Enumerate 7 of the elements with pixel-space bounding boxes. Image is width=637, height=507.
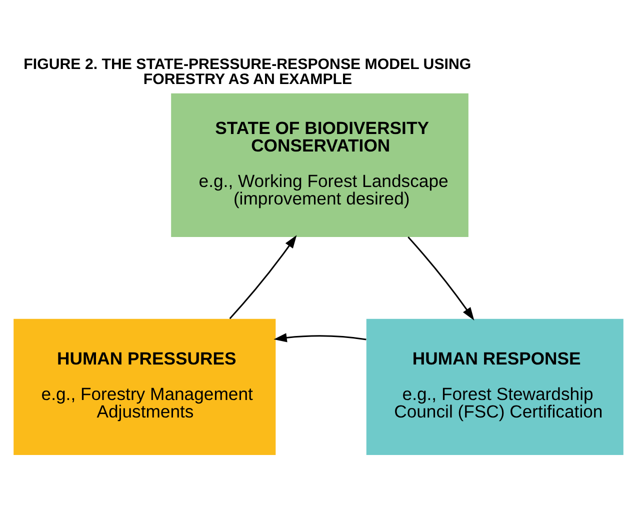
node-box: HUMAN RESPONSE e.g., Forest Stewardship Council (FSC) Certification (366, 318, 624, 454)
diagram-title: FIGURE 2. THE STATE-PRESSURE-RESPONSE MODEL USING FORESTRY AS AN EXAMPLE (24, 55, 472, 88)
arrow (274, 332, 366, 342)
arrow (229, 234, 297, 319)
arrow (408, 236, 474, 320)
node-box: STATE OF BIODIVERSITY CONSERVATION e.g., Working Forest Landscape (improvement desired) (171, 92, 468, 236)
node-box: HUMAN PRESSURES e.g., Forestry Management Adjustments (14, 318, 276, 454)
